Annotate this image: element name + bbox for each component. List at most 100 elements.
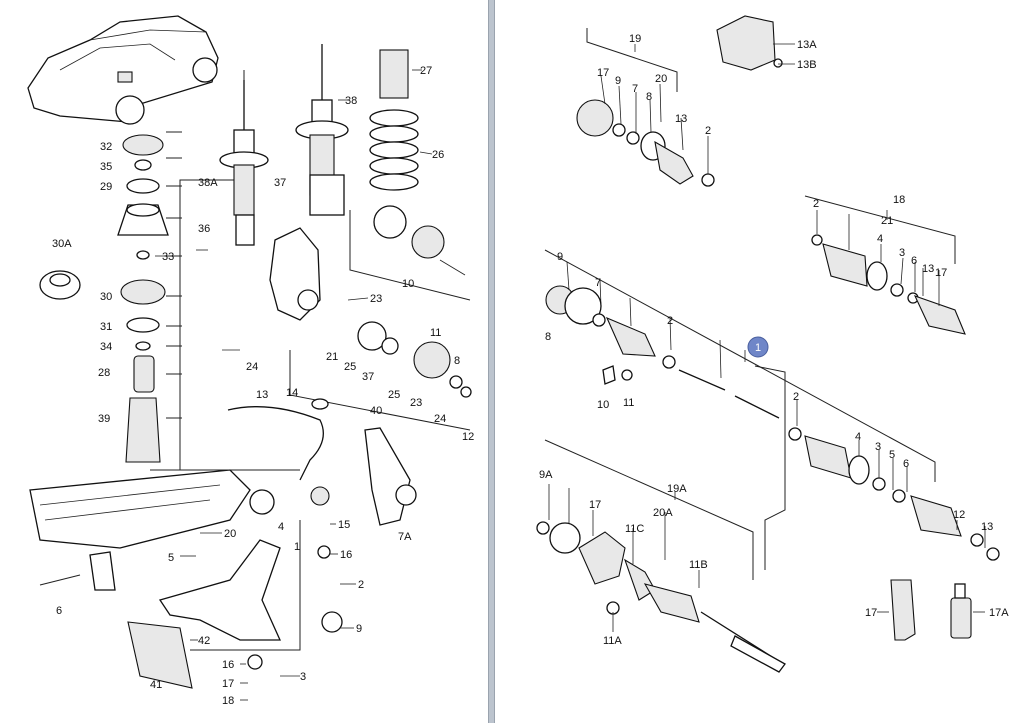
label-39: 39 — [98, 413, 110, 425]
label-28: 28 — [98, 367, 110, 379]
label-2b: 2 — [813, 198, 819, 210]
label-3b: 3 — [875, 441, 881, 453]
label-4: 4 — [278, 521, 284, 533]
label-36: 36 — [198, 223, 210, 235]
drive-shaft-drawing: 19 13A 13B 17 9 7 8 20 13 2 18 2 21 4 3 … — [536, 15, 1009, 673]
label-26: 26 — [432, 149, 444, 161]
label-30: 30 — [100, 291, 112, 303]
pane-splitter[interactable] — [488, 0, 495, 723]
car-illustration — [27, 15, 219, 125]
label-17b: 17 — [935, 267, 947, 279]
label-23: 23 — [370, 293, 382, 305]
label-38a: 38A — [198, 177, 218, 189]
label-29: 29 — [100, 181, 112, 193]
label-13: 13 — [256, 389, 268, 401]
grease-tube-17 — [890, 579, 972, 641]
knuckle-7a — [364, 427, 417, 526]
label-41: 41 — [150, 679, 162, 691]
label-8b: 8 — [545, 331, 551, 343]
label-17: 17 — [222, 678, 234, 690]
label-13b: 13B — [797, 59, 817, 71]
label-16: 16 — [340, 549, 352, 561]
label-8: 8 — [454, 355, 460, 367]
label-27: 27 — [420, 65, 432, 77]
subframe — [29, 469, 251, 591]
highlight-marker[interactable] — [747, 336, 769, 358]
shock-absorber — [295, 44, 349, 216]
label-20: 20 — [655, 73, 667, 85]
label-9a: 9A — [539, 469, 553, 481]
front-suspension-drawing: 27 38 32 35 29 38A 37 26 30A 36 33 30 23… — [27, 15, 474, 707]
strut-assembly — [219, 80, 269, 246]
label-31: 31 — [100, 321, 112, 333]
drive-shaft-diagram: 19 13A 13B 17 9 7 8 20 13 2 18 2 21 4 3 … — [495, 0, 1015, 723]
label-10: 10 — [402, 278, 414, 290]
label-4: 4 — [877, 233, 883, 245]
label-15: 15 — [338, 519, 350, 531]
label-20a: 20A — [653, 507, 673, 519]
label-5: 5 — [168, 552, 174, 564]
label-13: 13 — [675, 113, 687, 125]
label-8: 8 — [646, 91, 652, 103]
label-11a: 11A — [603, 635, 622, 647]
label-6: 6 — [56, 605, 62, 617]
label-7: 7 — [632, 83, 638, 95]
label-17: 17 — [597, 67, 609, 79]
label-35: 35 — [100, 161, 112, 173]
label-9: 9 — [356, 623, 362, 635]
cv-joint-top — [576, 99, 715, 187]
label-17d: 17 — [865, 607, 877, 619]
label-38: 38 — [345, 95, 357, 107]
label-2c: 2 — [667, 315, 673, 327]
label-17c: 17 — [589, 499, 601, 511]
cv-joint-lower — [536, 521, 786, 673]
cv-joint-main-right — [788, 427, 1000, 561]
label-16b: 16 — [222, 659, 234, 671]
label-1: 1 — [755, 342, 761, 354]
label-21: 21 — [881, 215, 893, 227]
label-7b: 7 — [595, 277, 601, 289]
label-10: 10 — [597, 399, 609, 411]
strut-mount-stack — [39, 134, 169, 463]
label-18: 18 — [893, 194, 905, 206]
label-24: 24 — [246, 361, 258, 373]
label-3: 3 — [899, 247, 905, 259]
label-14: 14 — [286, 387, 298, 399]
label-30a: 30A — [52, 238, 72, 250]
label-11b: 11B — [689, 559, 708, 571]
label-6: 6 — [911, 255, 917, 267]
label-11: 11 — [623, 397, 634, 409]
label-7a: 7A — [398, 531, 412, 543]
label-19a: 19A — [667, 483, 687, 495]
label-17a: 17A — [989, 607, 1009, 619]
label-19: 19 — [629, 33, 641, 45]
label-25b: 25 — [388, 389, 400, 401]
label-33: 33 — [162, 251, 174, 263]
label-2d: 2 — [793, 391, 799, 403]
label-42: 42 — [198, 635, 210, 647]
label-13a: 13A — [797, 39, 817, 51]
label-2: 2 — [358, 579, 364, 591]
label-40: 40 — [370, 405, 382, 417]
label-18: 18 — [222, 695, 234, 707]
label-13c: 13 — [922, 263, 934, 275]
label-11c: 11C — [625, 523, 644, 535]
label-4b: 4 — [855, 431, 861, 443]
label-25: 25 — [344, 361, 356, 373]
label-37: 37 — [274, 177, 286, 189]
label-34: 34 — [100, 341, 112, 353]
label-32: 32 — [100, 141, 112, 153]
front-suspension-diagram: 27 38 32 35 29 38A 37 26 30A 36 33 30 23… — [0, 0, 488, 723]
splash-shield — [127, 621, 193, 689]
wheel-hub — [373, 205, 466, 276]
stabilizer-bar — [227, 398, 329, 481]
label-23b: 23 — [410, 397, 422, 409]
coil-spring — [369, 49, 419, 191]
label-1: 1 — [294, 541, 300, 553]
label-6b: 6 — [903, 458, 909, 470]
label-2: 2 — [705, 125, 711, 137]
label-12: 12 — [953, 509, 965, 521]
label-11: 11 — [430, 327, 441, 339]
label-13d: 13 — [981, 521, 993, 533]
